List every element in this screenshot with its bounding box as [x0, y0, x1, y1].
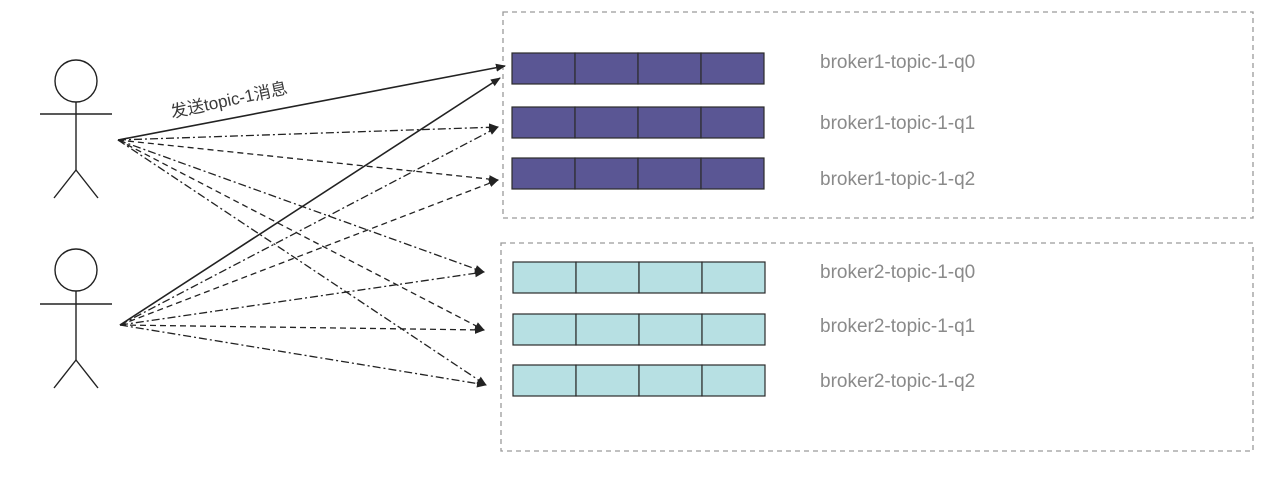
queue-cell [575, 313, 640, 346]
queue-broker2-q0 [512, 261, 766, 294]
queue-cell [701, 364, 766, 397]
queue-cell [512, 313, 577, 346]
queue-cell [638, 313, 703, 346]
queue-broker2-q2 [512, 364, 766, 397]
queue-cell [700, 52, 765, 85]
solid-send-arrow [117, 63, 506, 141]
queue-cell [511, 52, 576, 85]
dashed-arrow [117, 139, 485, 273]
queue-cell [701, 313, 766, 346]
dashed-arrow [119, 126, 499, 326]
queue-cell [638, 364, 703, 397]
queue-broker1-q0 [511, 52, 765, 85]
send-topic-label: 发送topic-1消息 [169, 79, 289, 122]
queue-cell [700, 106, 765, 139]
queue-cell [574, 157, 639, 190]
queue-cell [511, 106, 576, 139]
queue-cell [637, 52, 702, 85]
dashed-arrow [117, 139, 487, 386]
dashed-arrow [119, 269, 485, 326]
queue-cell [638, 261, 703, 294]
producer-1-actor-icon [40, 59, 112, 199]
queue-label-broker1-q0: broker1-topic-1-q0 [820, 52, 975, 73]
queue-label-broker1-q1: broker1-topic-1-q1 [820, 113, 975, 134]
queue-cell [512, 364, 577, 397]
queue-cell [512, 261, 577, 294]
queue-broker1-q2 [511, 157, 765, 190]
queues [511, 52, 766, 397]
queue-cell [637, 157, 702, 190]
queue-cell [701, 261, 766, 294]
dashed-arrow [119, 324, 487, 388]
dashed-arrow [117, 123, 499, 141]
solid-send-arrow [119, 77, 501, 326]
dashed-arrow [119, 324, 485, 334]
queue-cell [700, 157, 765, 190]
queue-cell [575, 261, 640, 294]
queue-label-broker2-q2: broker2-topic-1-q2 [820, 371, 975, 392]
queue-cell [575, 364, 640, 397]
queue-broker1-q1 [511, 106, 765, 139]
dashed-arrow [117, 139, 485, 331]
queue-broker2-q1 [512, 313, 766, 346]
broker1-container [502, 11, 1254, 219]
producer-2-actor-icon [40, 248, 112, 389]
send-arrows [117, 63, 506, 388]
queue-label-broker2-q0: broker2-topic-1-q0 [820, 262, 975, 283]
dashed-arrow [117, 139, 499, 184]
queue-label-broker2-q1: broker2-topic-1-q1 [820, 316, 975, 337]
dashed-arrow [119, 179, 499, 326]
broker2-container [500, 242, 1254, 452]
queue-label-broker1-q2: broker1-topic-1-q2 [820, 169, 975, 190]
queue-cell [637, 106, 702, 139]
queue-cell [574, 52, 639, 85]
queue-cell [574, 106, 639, 139]
queue-cell [511, 157, 576, 190]
